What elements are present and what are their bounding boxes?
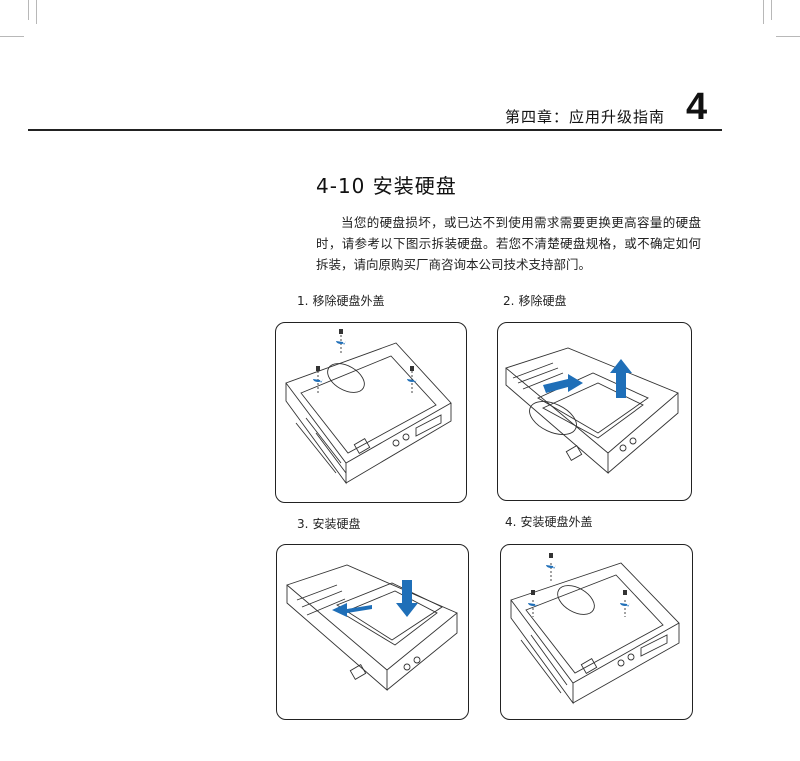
step-4-illustration bbox=[500, 544, 693, 720]
step-1-illustration bbox=[275, 322, 467, 503]
section-title: 4-10 安装硬盘 bbox=[316, 174, 457, 198]
crop-mark bbox=[0, 36, 24, 37]
step-number: 2. bbox=[503, 294, 515, 308]
chapter-title: 第四章：应用升级指南 bbox=[505, 108, 666, 126]
intro-paragraph: 当您的硬盘损坏，或已达不到使用需求需要更换更高容量的硬盘时，请参考以下图示拆装硬… bbox=[316, 215, 701, 272]
step-number: 1. bbox=[297, 294, 309, 308]
drive-removal-icon bbox=[505, 347, 679, 474]
screw-install-icon bbox=[510, 553, 680, 705]
drive-install-icon bbox=[286, 564, 458, 691]
crop-mark bbox=[28, 0, 29, 20]
crop-mark bbox=[776, 36, 800, 37]
step-number: 3. bbox=[297, 517, 309, 531]
step-1-label: 1.移除硬盘外盖 bbox=[297, 292, 384, 309]
step-4-label: 4.安装硬盘外盖 bbox=[505, 513, 592, 530]
step-number: 4. bbox=[505, 515, 517, 529]
step-2-label: 2.移除硬盘 bbox=[503, 292, 566, 309]
crop-mark bbox=[771, 0, 772, 20]
step-text: 移除硬盘外盖 bbox=[312, 294, 385, 308]
header-rule bbox=[28, 129, 722, 131]
screw-removal-icon bbox=[285, 329, 452, 485]
step-text: 移除硬盘 bbox=[518, 294, 567, 308]
step-3-illustration bbox=[276, 544, 469, 720]
chapter-number: 4 bbox=[686, 86, 708, 128]
crop-mark bbox=[36, 0, 37, 24]
crop-mark bbox=[763, 0, 764, 24]
step-text: 安装硬盘外盖 bbox=[520, 515, 593, 529]
step-3-label: 3.安装硬盘 bbox=[297, 515, 360, 532]
step-2-illustration bbox=[497, 322, 692, 501]
step-text: 安装硬盘 bbox=[312, 517, 361, 531]
